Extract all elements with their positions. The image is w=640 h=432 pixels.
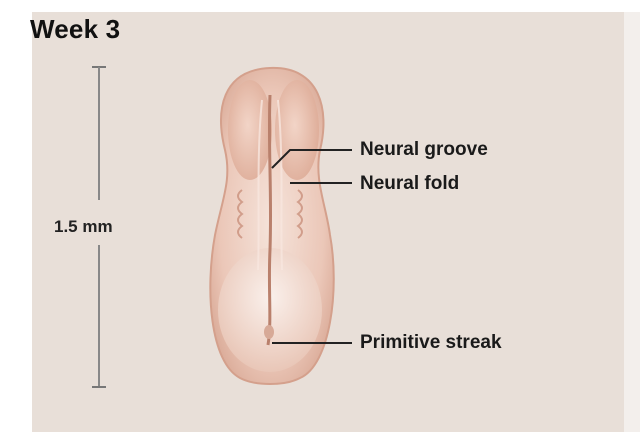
label-neural-fold: Neural fold — [360, 173, 460, 194]
figure-border — [624, 12, 640, 432]
leader-lines — [271, 149, 352, 344]
neural-groove-leader — [271, 149, 352, 169]
scale-bar-label: 1.5 mm — [52, 215, 115, 239]
label-primitive-streak: Primitive streak — [360, 332, 502, 353]
embryo-illustration — [209, 66, 335, 385]
scale-bar — [92, 66, 106, 388]
label-neural-groove: Neural groove — [360, 139, 488, 160]
figure-title: Week 3 — [30, 14, 121, 44]
